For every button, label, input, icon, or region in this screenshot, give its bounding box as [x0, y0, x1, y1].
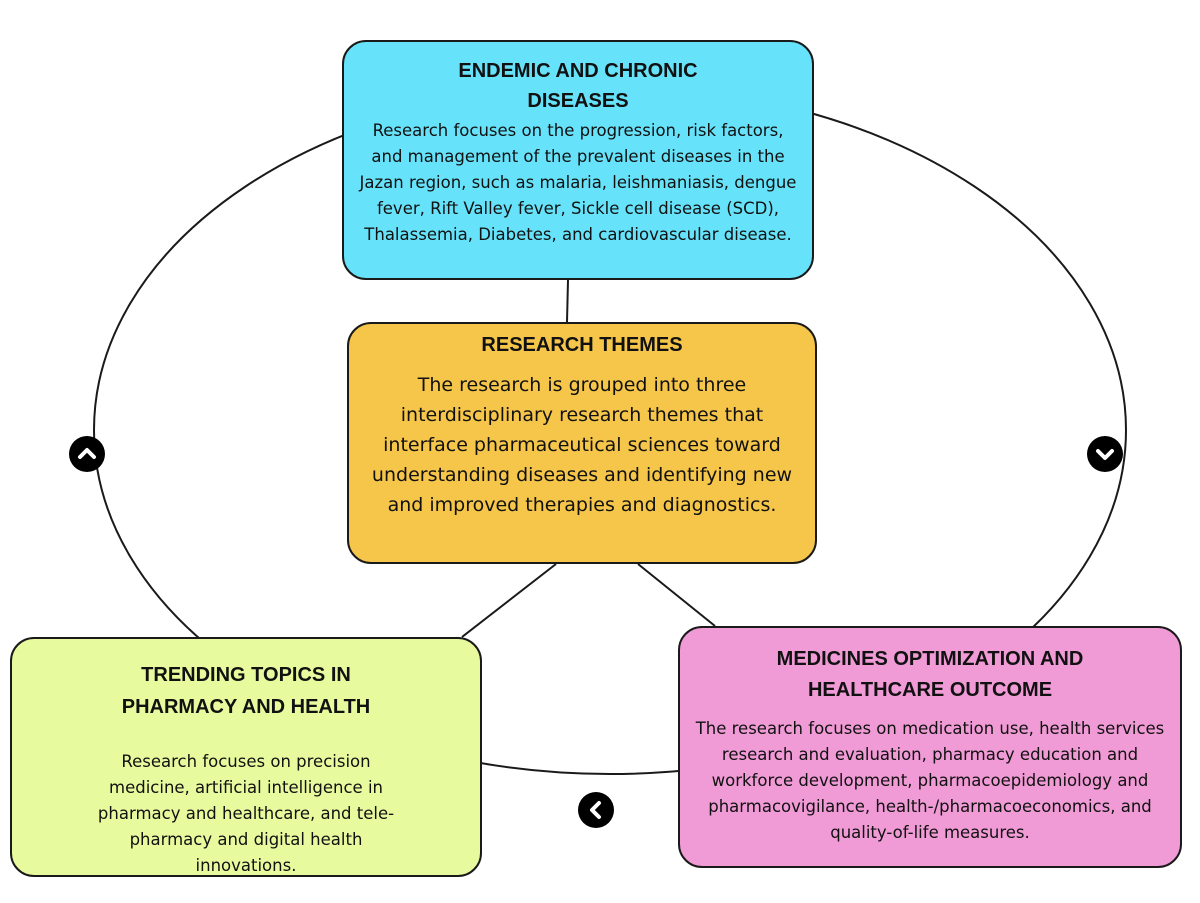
- theme-title: MEDICINES OPTIMIZATION AND HEALTHCARE OU…: [776, 648, 1084, 701]
- theme-box-endemic-chronic-diseases: ENDEMIC AND CHRONIC DISEASES Research fo…: [342, 40, 814, 280]
- chevron-up-icon: [78, 448, 96, 459]
- chevron-down-icon: [1096, 449, 1114, 460]
- theme-title: TRENDING TOPICS IN PHARMACY AND HEALTH: [121, 664, 371, 718]
- connector-center-left: [461, 563, 557, 638]
- theme-description: The research focuses on medication use, …: [695, 719, 1165, 842]
- connector-top-center: [566, 279, 569, 323]
- theme-description: Research focuses on precision medicine, …: [97, 752, 395, 875]
- cycle-down-button[interactable]: [1087, 436, 1123, 472]
- theme-box-trending-topics: TRENDING TOPICS IN PHARMACY AND HEALTH R…: [10, 637, 482, 877]
- chevron-left-icon: [590, 801, 601, 819]
- theme-description: Research focuses on the progression, ris…: [359, 121, 797, 244]
- connector-center-right: [637, 563, 716, 627]
- theme-box-medicines-optimization: MEDICINES OPTIMIZATION AND HEALTHCARE OU…: [678, 626, 1182, 868]
- theme-title: RESEARCH THEMES: [481, 334, 683, 356]
- cycle-left-button[interactable]: [578, 792, 614, 828]
- theme-box-research-themes: RESEARCH THEMES The research is grouped …: [347, 322, 817, 564]
- theme-description: The research is grouped into three inter…: [371, 374, 793, 516]
- theme-title: ENDEMIC AND CHRONIC DISEASES: [458, 60, 698, 112]
- cycle-up-button[interactable]: [69, 436, 105, 472]
